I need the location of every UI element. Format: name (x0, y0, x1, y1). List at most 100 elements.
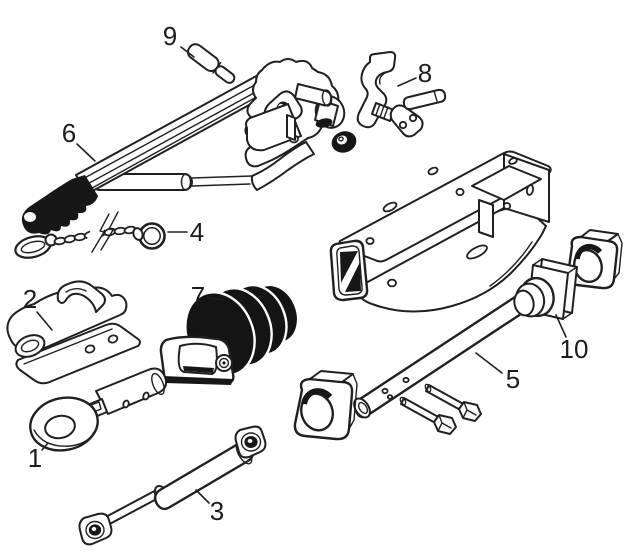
link-hole (408, 113, 418, 123)
pin-boss-cap (315, 118, 333, 128)
coupling-head-drawing (6, 280, 141, 385)
socket-mouth-inner (20, 339, 40, 353)
part-label-9: 9 (163, 21, 177, 51)
hook-inner-line (378, 71, 388, 85)
leader-line-9 (180, 46, 195, 58)
leader-line-5 (475, 352, 503, 374)
part-label-6: 6 (62, 118, 76, 148)
housing-hole (455, 187, 465, 197)
coupler-handle (56, 280, 106, 313)
tube-hole (386, 394, 394, 400)
seal-ring-drawing (331, 131, 357, 153)
leader-lines (36, 46, 567, 504)
part-label-3: 3 (210, 496, 224, 526)
lever-pin-step (433, 90, 438, 102)
bolt-tip (399, 396, 407, 406)
eyelet-hole-center (247, 439, 253, 443)
eyelet-hole-center (91, 527, 97, 531)
towing-eye-drawing (29, 367, 168, 452)
end-cap-shadow (574, 243, 603, 260)
cable-loop-inner (20, 240, 46, 254)
housing-oval-hole (382, 201, 398, 213)
roller-cap (180, 173, 192, 191)
bracket-base-shadow (163, 376, 233, 385)
housing-hole (508, 157, 518, 165)
eye-shaft (95, 367, 168, 415)
pin-drawing (186, 43, 236, 84)
housing-hole (502, 202, 512, 210)
eyelet-ring (85, 520, 105, 540)
end-cap-side (613, 233, 623, 280)
tube-hole (402, 376, 410, 384)
housing-slot (478, 199, 494, 238)
release-lever-drawing (356, 51, 447, 138)
eye-ring-thickness (33, 429, 95, 447)
leader-line-1 (41, 442, 49, 451)
bolts-drawing (399, 383, 482, 435)
part-label-7: 7 (191, 281, 205, 311)
bracket-eye-ring (218, 357, 230, 369)
coupling-housing-drawing (329, 150, 552, 313)
bolt-head-facets (462, 401, 477, 419)
leader-line-10 (555, 314, 567, 338)
rubber-bellows-drawing (159, 283, 300, 385)
collar-ring-inner (513, 289, 535, 317)
link-rod (191, 175, 253, 187)
gusset-slot (466, 244, 488, 260)
part-label-8: 8 (418, 58, 432, 88)
opening-shadow-lower (345, 262, 361, 292)
bracket-eye-center (222, 361, 226, 365)
tube-end-cap-drawing (293, 370, 358, 441)
eyelet-ring (240, 432, 262, 452)
break-gap (82, 211, 110, 255)
guide-collar-drawing (513, 258, 578, 320)
part-labels: 1 2 3 4 5 6 7 8 9 10 (23, 21, 589, 526)
gusset-hole (387, 278, 397, 288)
break-mark (100, 211, 119, 251)
shaft-cap (151, 372, 165, 396)
flange-hole (107, 334, 119, 344)
shaft-hole (122, 399, 130, 409)
handbrake-lever-drawing (21, 58, 346, 235)
housing-hole (525, 184, 535, 196)
tube-cap-shadow (301, 388, 333, 405)
link-hole (398, 120, 408, 130)
eye-ring-hole (44, 414, 76, 440)
lever-band (250, 141, 315, 191)
bolt-head-facets (437, 414, 452, 432)
breakaway-cable-drawing (14, 211, 166, 259)
housing-hole (427, 166, 439, 176)
plate-edges (532, 258, 578, 320)
tube-mouth-inner (357, 401, 369, 415)
hook-lever (356, 51, 397, 129)
part-label-4: 4 (190, 217, 204, 247)
gusset-fold-line (489, 241, 533, 287)
housing-hole (365, 237, 375, 245)
ring-link (132, 227, 144, 241)
part-label-1: 1 (28, 443, 42, 473)
lever-grip (21, 175, 98, 235)
part-label-2: 2 (23, 284, 37, 314)
handle-line (65, 288, 87, 293)
link-plate (389, 104, 424, 138)
lever-pin (402, 88, 447, 111)
flange-hole (84, 344, 96, 354)
tube-hole (381, 387, 389, 395)
leader-line-6 (76, 143, 96, 162)
tube-cap-side (348, 373, 358, 430)
housing-gusset-plate (357, 203, 547, 313)
leader-line-2 (36, 311, 53, 331)
part-label-10: 10 (560, 334, 589, 364)
leader-line-3 (195, 489, 210, 504)
shock-absorber-drawing (78, 425, 267, 546)
housing-top-cutout (471, 165, 542, 201)
cable-ring-inner (143, 227, 161, 245)
bolt-tip (424, 383, 432, 393)
shaft-hole (142, 391, 150, 401)
seal-ring-inner (338, 136, 344, 142)
leader-line-8 (397, 77, 417, 87)
head-slot (286, 114, 296, 141)
stub-cap (321, 89, 333, 107)
leader-line-7 (207, 297, 225, 301)
